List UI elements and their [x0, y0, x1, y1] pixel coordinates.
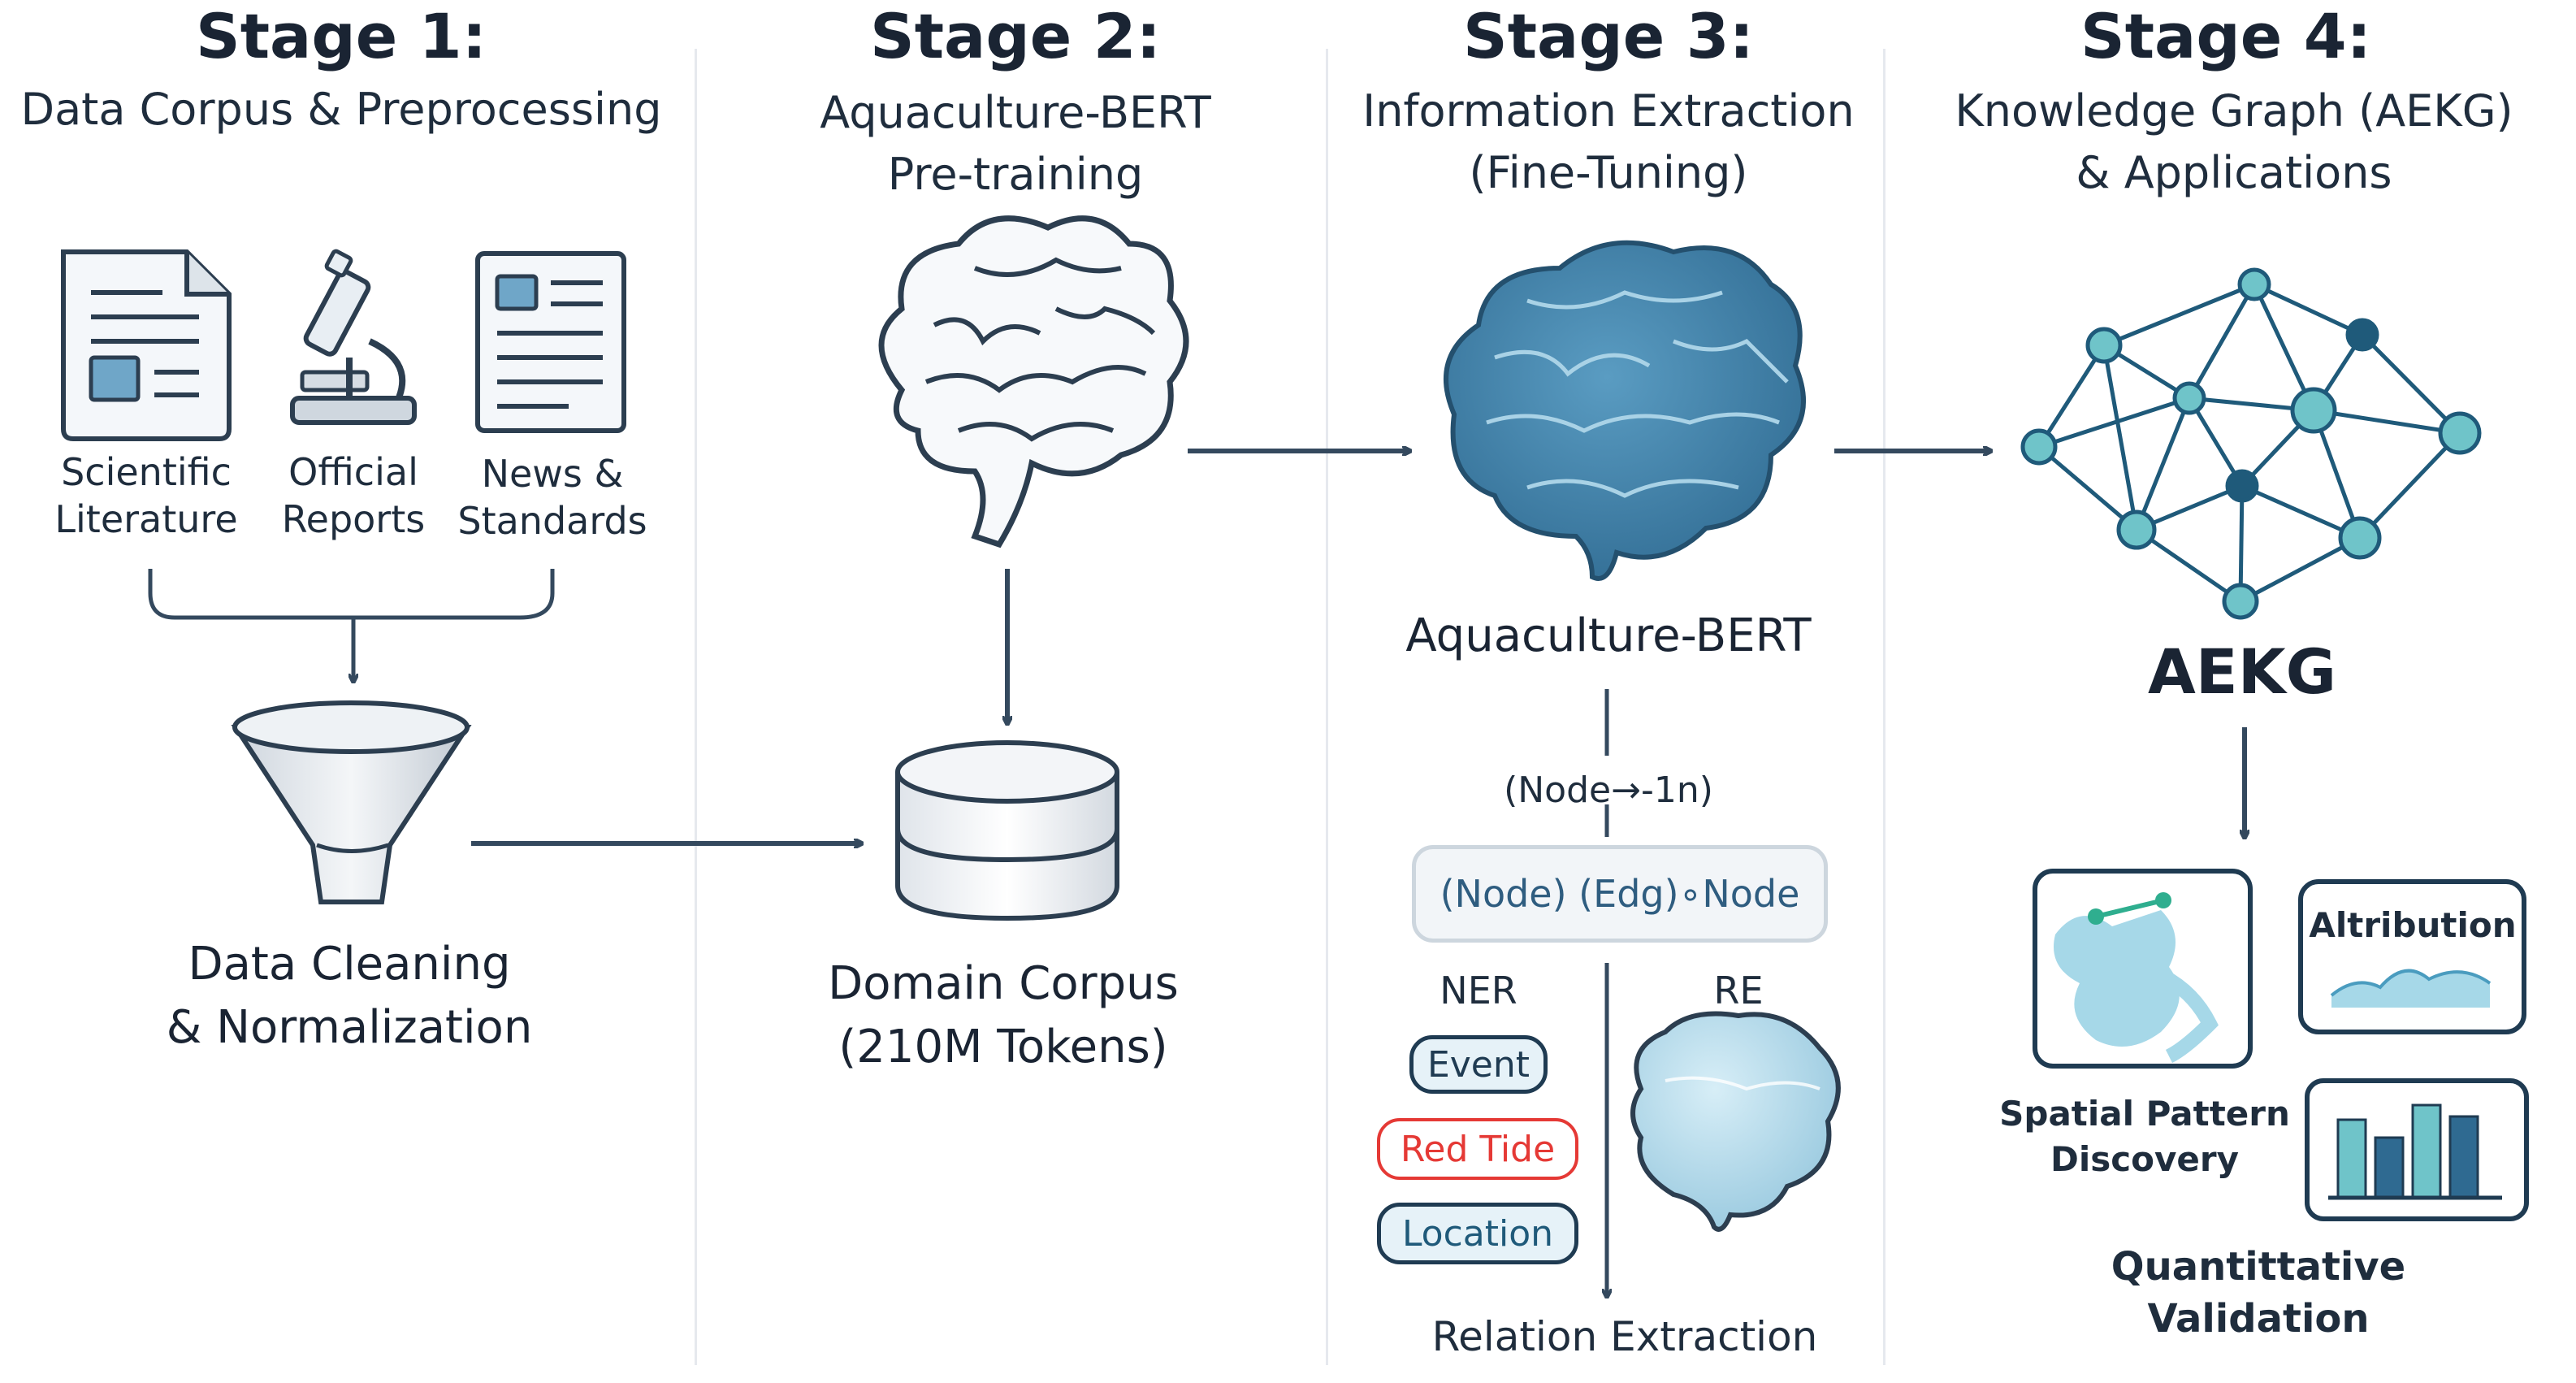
- stage-3-subtitle-line1: Information Extraction: [1362, 85, 1855, 137]
- quant-label-line1: Quantittative: [2111, 1244, 2406, 1290]
- entity-red-tide: Red Tide: [1377, 1118, 1578, 1180]
- divider-2: [1326, 49, 1328, 1365]
- merge-connector: [148, 569, 555, 620]
- ner-label: NER: [1440, 969, 1517, 1012]
- triple-box: (Node) (Edg)∘Node: [1412, 845, 1828, 943]
- cleaning-label-line1: Data Cleaning: [188, 938, 511, 991]
- divider-3: [1883, 49, 1885, 1365]
- node-label: (Node→-1n): [1504, 770, 1713, 811]
- knowledge-graph-icon: [2020, 267, 2482, 620]
- source-label-news-line2: Standards: [457, 499, 647, 543]
- attribution-card: [2298, 879, 2526, 1034]
- source-label-scientific-line1: Scientific: [61, 450, 232, 494]
- quant-label-line2: Validation: [2147, 1296, 2370, 1342]
- corpus-label-line1: Domain Corpus: [828, 957, 1179, 1010]
- relation-extraction-label: Relation Extraction: [1431, 1313, 1818, 1360]
- re-label: RE: [1713, 969, 1764, 1012]
- source-label-scientific-line2: Literature: [54, 497, 238, 541]
- source-label-official-line1: Official: [288, 450, 418, 494]
- funnel-icon: [231, 700, 472, 904]
- source-label-official-line2: Reports: [281, 497, 426, 541]
- document-icon: [61, 249, 232, 441]
- spatial-label-line2: Discovery: [2050, 1139, 2239, 1179]
- stage-1-subtitle: Data Corpus & Preprocessing: [20, 84, 662, 135]
- brain-blue-icon: [1444, 240, 1806, 581]
- bar-chart-card: [2305, 1078, 2529, 1221]
- stage-4-subtitle-line1: Knowledge Graph (AEKG): [1955, 85, 2513, 137]
- aekg-label: AEKG: [2147, 635, 2336, 708]
- attribution-label: Altribution: [2309, 905, 2517, 945]
- re-brain-icon: [1630, 1011, 1841, 1232]
- microscope-icon: [290, 249, 417, 425]
- entity-event: Event: [1409, 1035, 1548, 1094]
- cleaning-label-line2: & Normalization: [166, 1001, 533, 1054]
- model-label: Aquaculture-BERT: [1405, 609, 1812, 662]
- stage-2-subtitle-line1: Aquaculture-BERT: [820, 87, 1211, 138]
- divider-1: [695, 49, 697, 1365]
- stage-3-subtitle-line2: (Fine-Tuning): [1469, 147, 1748, 198]
- corpus-label-line2: (210M Tokens): [838, 1021, 1168, 1073]
- stage-4-subtitle-line2: & Applications: [2076, 147, 2392, 198]
- stage-4-title: Stage 4:: [2080, 0, 2372, 72]
- brain-icon: [878, 215, 1189, 548]
- stage-2-subtitle-line2: Pre-training: [887, 149, 1144, 200]
- entity-location: Location: [1377, 1203, 1578, 1264]
- spatial-map-card: [2033, 869, 2253, 1069]
- newspaper-icon: [475, 251, 626, 433]
- source-label-news-line1: News &: [481, 452, 624, 496]
- spatial-label-line1: Spatial Pattern: [1999, 1094, 2290, 1134]
- stage-1-title: Stage 1:: [195, 0, 487, 72]
- stage-2-title: Stage 2:: [869, 0, 1162, 72]
- database-icon: [895, 740, 1119, 921]
- stage-3-title: Stage 3:: [1462, 0, 1755, 72]
